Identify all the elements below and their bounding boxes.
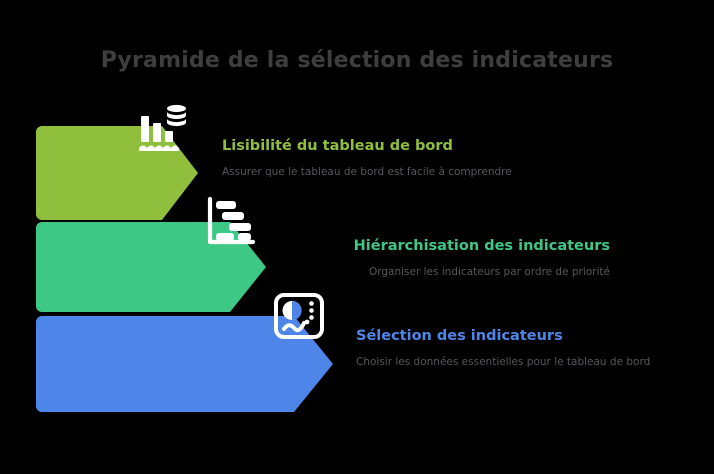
level-3-text-block: Sélection des indicateurs Choisir les do… [356,328,686,371]
level-1-title: Lisibilité du tableau de bord [222,138,453,154]
level-3-description: Choisir les données essentielles pour le… [356,356,651,369]
level-3-title: Sélection des indicateurs [356,328,563,344]
gantt-bars-icon [204,196,256,248]
level-2-text-block: Hiérarchisation des indicateurs Organise… [290,238,610,281]
level-2-title: Hiérarchisation des indicateurs [353,238,610,254]
page-title: Pyramide de la sélection des indicateurs [100,48,614,73]
level-1-text-block: Lisibilité du tableau de bord Assurer qu… [222,138,522,181]
bar-chart-database-icon [136,99,190,153]
arrow-shape-level-2 [36,222,266,312]
dashboard-pie-line-icon [272,289,326,343]
level-1-description: Assurer que le tableau de bord est facil… [222,166,512,179]
level-2-description: Organiser les indicateurs par ordre de p… [368,266,610,279]
arrow-shape-level-3 [36,316,333,412]
